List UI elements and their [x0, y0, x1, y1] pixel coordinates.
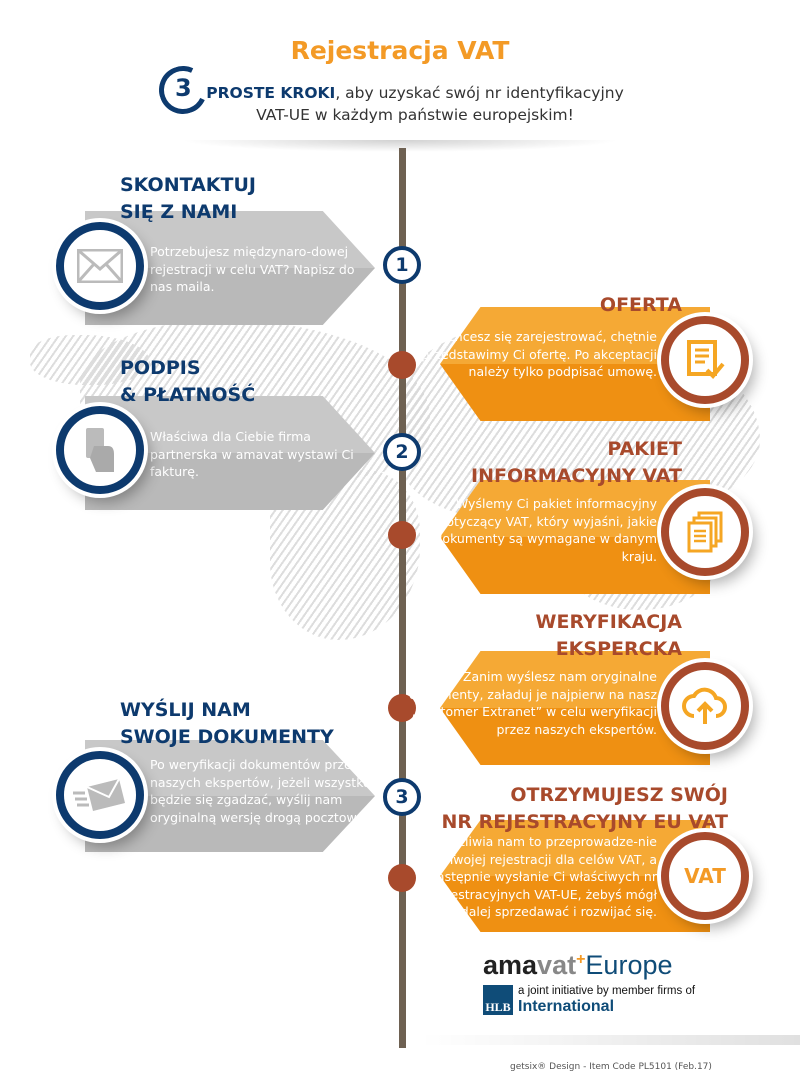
timeline-dot — [388, 864, 416, 892]
logo-international: International — [518, 998, 615, 1015]
header-shadow — [180, 140, 620, 152]
step-number-2: 2 — [383, 433, 421, 471]
step-title-line: PODPIS — [120, 357, 201, 379]
step-number-1: 1 — [383, 246, 421, 284]
logo-tagline: a joint initiative by member firms of — [518, 985, 696, 997]
document-check-icon — [661, 316, 749, 404]
step-title-line: WERYFIKACJA — [535, 611, 682, 633]
subtitle-line2: VAT-UE w każdym państwie europejskim! — [256, 106, 574, 124]
logo-shadow — [420, 1035, 800, 1045]
step-title: OTRZYMUJESZ SWÓJ NR REJESTRACYJNY EU VAT — [442, 782, 728, 836]
step-text: Wyślemy Ci pakiet informacyjny dotyczący… — [434, 496, 658, 564]
step-text: Zanim wyślesz nam oryginalne dokumenty, … — [409, 669, 657, 737]
step-title-line: PAKIET — [607, 438, 682, 460]
cloud-upload-icon — [661, 662, 749, 750]
step-title: PAKIET INFORMACYJNY VAT — [471, 436, 682, 490]
step-text: Po weryfikacji dokumentów przez naszych … — [150, 757, 371, 825]
logo-part: Europe — [585, 950, 673, 980]
step-text: Potrzebujesz międzynaro-dowej rejestracj… — [150, 244, 355, 294]
step-title-line: OFERTA — [599, 294, 682, 316]
step-title-line: EKSPERCKA — [555, 638, 682, 660]
send-mail-icon — [56, 751, 144, 839]
subtitle: PROSTE KROKI, aby uzyskać swój nr identy… — [195, 82, 635, 126]
step-title-line: INFORMACYJNY VAT — [471, 465, 682, 487]
logo-part: ama — [483, 950, 538, 980]
vat-icon: VAT — [661, 832, 749, 920]
step-text: Umożliwia nam to przeprowadze-nie Twojej… — [428, 834, 657, 919]
steps-number: 3 — [175, 74, 192, 102]
hlb-logo: HLB — [483, 985, 513, 1015]
subtitle-text: , aby uzyskać swój nr identyfikacyjny — [335, 84, 624, 102]
steps-label: PROSTE KROKI — [206, 84, 336, 102]
timeline-dot — [388, 694, 416, 722]
step-title: WYŚLIJ NAM SWOJE DOKUMENTY — [120, 697, 334, 751]
step-text: Właściwa dla Ciebie firma partnerska w a… — [150, 429, 354, 479]
step-title-line: SWOJE DOKUMENTY — [120, 726, 334, 748]
logo-part: vat — [537, 950, 577, 980]
step-title: PODPIS & PŁATNOŚĆ — [120, 355, 255, 409]
step-title-line: OTRZYMUJESZ SWÓJ — [510, 784, 728, 806]
step-number-3: 3 — [383, 778, 421, 816]
envelope-icon — [56, 222, 144, 310]
timeline-dot — [388, 521, 416, 549]
logo-plus: + — [576, 951, 586, 968]
page-title: Rejestracja VAT — [290, 36, 510, 65]
step-title: OFERTA — [600, 292, 682, 319]
step-text: Jeśli chcesz się zarejestrować, chętnie … — [419, 329, 657, 379]
step-title-line: NR REJESTRACYJNY EU VAT — [441, 811, 728, 833]
card-hand-icon — [56, 406, 144, 494]
footer-credit: getsix® Design - Item Code PL5101 (Feb.1… — [510, 1062, 712, 1072]
step-title-line: & PŁATNOŚĆ — [120, 384, 256, 406]
step-title-line: SIĘ Z NAMI — [120, 201, 238, 223]
step-title-line: WYŚLIJ NAM — [120, 699, 251, 721]
step-title: WERYFIKACJA EKSPERCKA — [536, 609, 682, 663]
timeline-line — [399, 148, 406, 1048]
step-title: SKONTAKTUJ SIĘ Z NAMI — [120, 172, 256, 226]
step-title-line: SKONTAKTUJ — [120, 174, 256, 196]
vat-icon-text: VAT — [684, 864, 726, 888]
documents-icon — [661, 488, 749, 576]
amavat-europe-logo: amavat+Europe — [483, 950, 673, 981]
timeline-dot — [388, 351, 416, 379]
